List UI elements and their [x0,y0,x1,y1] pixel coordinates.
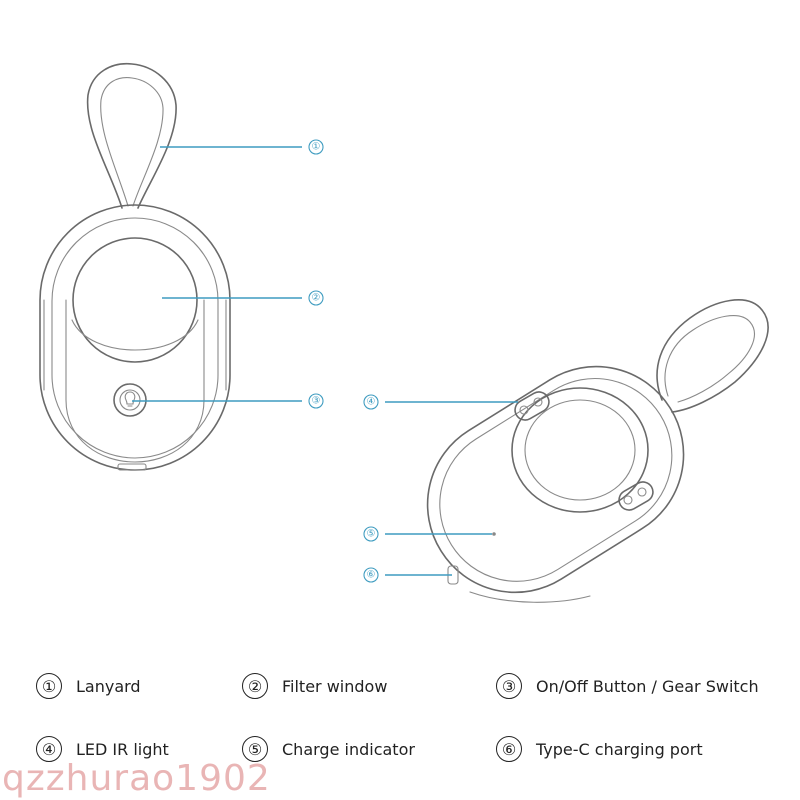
device-front-view [39,62,231,471]
legend-number: ③ [496,673,522,699]
legend-label: LED IR light [76,739,169,759]
light-bulb-icon [124,391,136,407]
front-power-button [113,383,147,417]
callout-3-number: ③ [312,396,321,407]
back-lanyard [656,299,769,413]
callout-5-number: ⑤ [367,529,376,540]
callout-4: ④ [363,394,518,410]
callout-1-number: ① [312,142,321,153]
legend-item-filter-window: ② Filter window [242,673,387,699]
legend-number: ⑥ [496,736,522,762]
legend-label: Filter window [282,676,388,696]
charge-indicator-dot [492,532,496,536]
callout-1: ① [160,139,324,155]
led-ir-light-top [514,391,550,421]
front-body-outer [39,204,231,471]
legend-item-type-c-port: ⑥ Type-C charging port [496,736,703,762]
legend-number: ④ [36,736,62,762]
legend-number: ⑤ [242,736,268,762]
legend-number: ② [242,673,268,699]
legend-label: On/Off Button / Gear Switch [536,676,759,696]
legend-label: Type-C charging port [536,739,703,759]
legend-label: Lanyard [76,676,141,696]
back-lens-window [511,387,649,513]
callout-5: ⑤ [363,526,492,542]
callout-2: ② [162,290,324,306]
watermark: qzzhurao1902 [2,758,271,799]
callout-6: ⑥ [363,567,452,583]
legend-item-led-ir-light: ④ LED IR light [36,736,169,762]
back-body-outer [426,365,685,594]
callout-4-number: ④ [367,397,376,408]
legend-item-on-off-button: ③ On/Off Button / Gear Switch [496,673,759,699]
front-lanyard [86,62,177,209]
callout-6-number: ⑥ [367,570,376,581]
callout-2-number: ② [312,293,321,304]
led-ir-light-bottom [618,481,654,511]
legend-number: ① [36,673,62,699]
legend-item-charge-indicator: ⑤ Charge indicator [242,736,415,762]
callout-3: ③ [132,393,324,409]
legend-label: Charge indicator [282,739,415,759]
device-back-view [426,299,769,603]
front-filter-window [72,237,198,363]
legend-item-lanyard: ① Lanyard [36,673,141,699]
